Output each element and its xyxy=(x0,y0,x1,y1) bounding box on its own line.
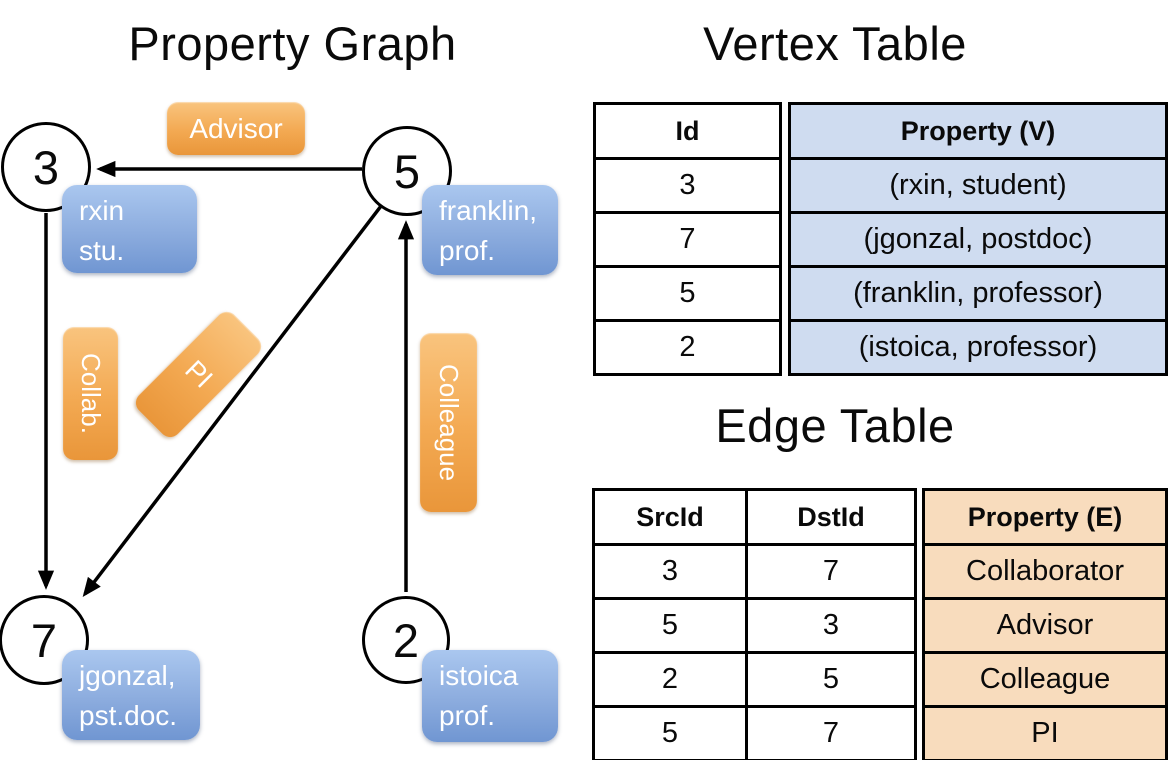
edge-label-collab: Collab. xyxy=(63,327,118,460)
table-cell: Collaborator xyxy=(922,543,1168,600)
vertex-prop-line: stu. xyxy=(79,234,125,266)
vertex-prop-line: jgonzal, xyxy=(79,660,176,691)
graph-node-5: 5 xyxy=(362,126,452,216)
node-7-id: 7 xyxy=(30,613,58,667)
graph-edges-layer xyxy=(37,160,415,598)
table-cell: 3 xyxy=(593,157,782,214)
table-cell: PI xyxy=(922,705,1168,760)
vertex-prop-line: prof. xyxy=(439,234,496,266)
edge-table-property-header: Property (E) xyxy=(922,488,1168,546)
edge-table-srcid-header: SrcId xyxy=(592,488,748,546)
table-cell: (franklin, professor) xyxy=(788,265,1168,322)
vertex-table-property-column: Property (V) (rxin, student) (jgonzal, p… xyxy=(788,102,1168,376)
node-3-id: 3 xyxy=(32,140,60,194)
edge-table-dstid-header: DstId xyxy=(745,488,917,546)
edge-table-src-dst-columns: SrcId DstId 3 7 5 3 2 5 5 7 xyxy=(592,488,917,760)
vertex-table-id-column: Id 3 7 5 2 xyxy=(593,102,782,376)
table-cell: 3 xyxy=(745,597,917,654)
vertex-prop-line: rxin xyxy=(79,195,125,226)
edge-label-colleague: Colleague xyxy=(420,333,477,512)
edge-table-title: Edge Table xyxy=(715,399,955,452)
table-cell: (jgonzal, postdoc) xyxy=(788,211,1168,268)
edge-table-property-column: Property (E) Collaborator Advisor Collea… xyxy=(922,488,1168,760)
vertex-prop-box-jgonzal: jgonzal, pst.doc. xyxy=(62,650,200,740)
property-graph-title: Property Graph xyxy=(128,17,457,70)
vertex-prop-box-rxin: rxin stu. xyxy=(62,185,197,273)
table-cell: 7 xyxy=(745,705,917,760)
vertex-table-id-header: Id xyxy=(593,102,782,160)
node-5-id: 5 xyxy=(393,144,421,198)
table-cell: Advisor xyxy=(922,597,1168,654)
table-cell: 7 xyxy=(745,543,917,600)
table-cell: 5 xyxy=(592,597,748,654)
vertex-prop-line: prof. xyxy=(439,699,496,731)
table-cell: 5 xyxy=(592,705,748,760)
table-cell: 2 xyxy=(592,651,748,708)
vertex-prop-box-franklin: franklin, prof. xyxy=(422,185,558,275)
vertex-table-title: Vertex Table xyxy=(703,17,967,70)
vertex-table-property-header: Property (V) xyxy=(788,102,1168,160)
vertex-prop-line: franklin, xyxy=(439,195,538,226)
table-cell: 2 xyxy=(593,319,782,376)
table-cell: 5 xyxy=(593,265,782,322)
graph-node-2: 2 xyxy=(362,596,450,684)
table-cell: Colleague xyxy=(922,651,1168,708)
table-cell: 3 xyxy=(592,543,748,600)
table-cell: (rxin, student) xyxy=(788,157,1168,214)
table-cell: 7 xyxy=(593,211,782,268)
edge-label-advisor: Advisor xyxy=(167,102,305,155)
table-cell: 5 xyxy=(745,651,917,708)
vertex-prop-box-istoica: istoica prof. xyxy=(422,650,558,742)
vertex-prop-line: istoica xyxy=(439,660,519,691)
vertex-prop-line: pst.doc. xyxy=(79,699,178,731)
table-cell: (istoica, professor) xyxy=(788,319,1168,376)
node-2-id: 2 xyxy=(392,613,420,667)
edge-arrow-5-to-7 xyxy=(82,204,383,598)
